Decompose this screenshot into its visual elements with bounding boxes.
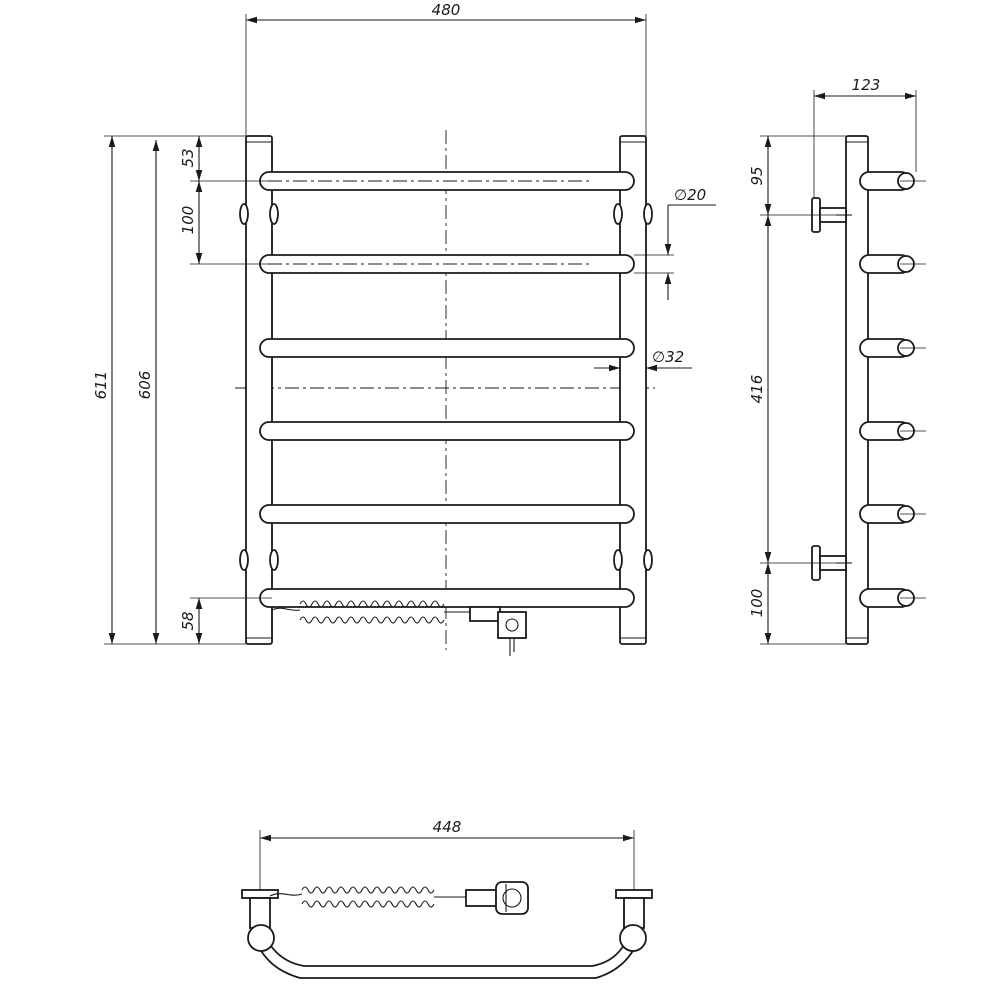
plug-head: [497, 611, 527, 639]
dim-label-side-100: 100: [748, 589, 766, 618]
dim-label-100: 100: [179, 206, 197, 235]
dim-label-416: 416: [748, 375, 766, 404]
left-flange: [241, 889, 279, 899]
left-lower-bracket: [239, 549, 249, 571]
side-view: 123 95 416 100: [748, 76, 926, 645]
plug: [469, 606, 527, 656]
bars: [259, 171, 635, 608]
dim-label-58: 58: [179, 611, 197, 630]
left-post-section: [247, 924, 275, 952]
right-stem: [623, 897, 645, 929]
bar-4: [259, 421, 635, 441]
right-post-section: [619, 924, 647, 952]
dim-label-448: 448: [433, 818, 462, 836]
right-post: [619, 135, 647, 645]
bar-6: [259, 588, 635, 608]
bar-3: [259, 338, 635, 358]
heating-cable-coil: [271, 600, 470, 624]
plug-body: [469, 606, 501, 622]
left-stem: [249, 897, 271, 929]
bottom-plug-head: [495, 881, 529, 915]
front-view: 480 611 606 53 100 58 ∅20 ∅32: [92, 1, 716, 656]
dim-label-53: 53: [179, 148, 197, 167]
right-upper-bracket: [613, 203, 623, 225]
left-post: [245, 135, 273, 645]
bar-5: [259, 504, 635, 524]
dim-label-611: 611: [92, 371, 110, 400]
dim-label-95: 95: [748, 166, 766, 185]
right-flange: [615, 889, 653, 899]
bottom-plug: [465, 881, 529, 915]
dim-label-d20: ∅20: [674, 186, 706, 204]
bottom-view: 448: [241, 818, 653, 979]
dim-label-606: 606: [136, 371, 154, 400]
side-post: [845, 135, 869, 645]
dim-label-123: 123: [852, 76, 881, 94]
left-upper-bracket: [239, 203, 249, 225]
bottom-cable-coil: [269, 886, 468, 908]
dim-label-d32: ∅32: [652, 348, 684, 366]
u-bar: [250, 930, 644, 979]
right-lower-bracket: [613, 549, 623, 571]
dim-label-480: 480: [432, 1, 461, 19]
bottom-plug-body: [465, 889, 501, 907]
